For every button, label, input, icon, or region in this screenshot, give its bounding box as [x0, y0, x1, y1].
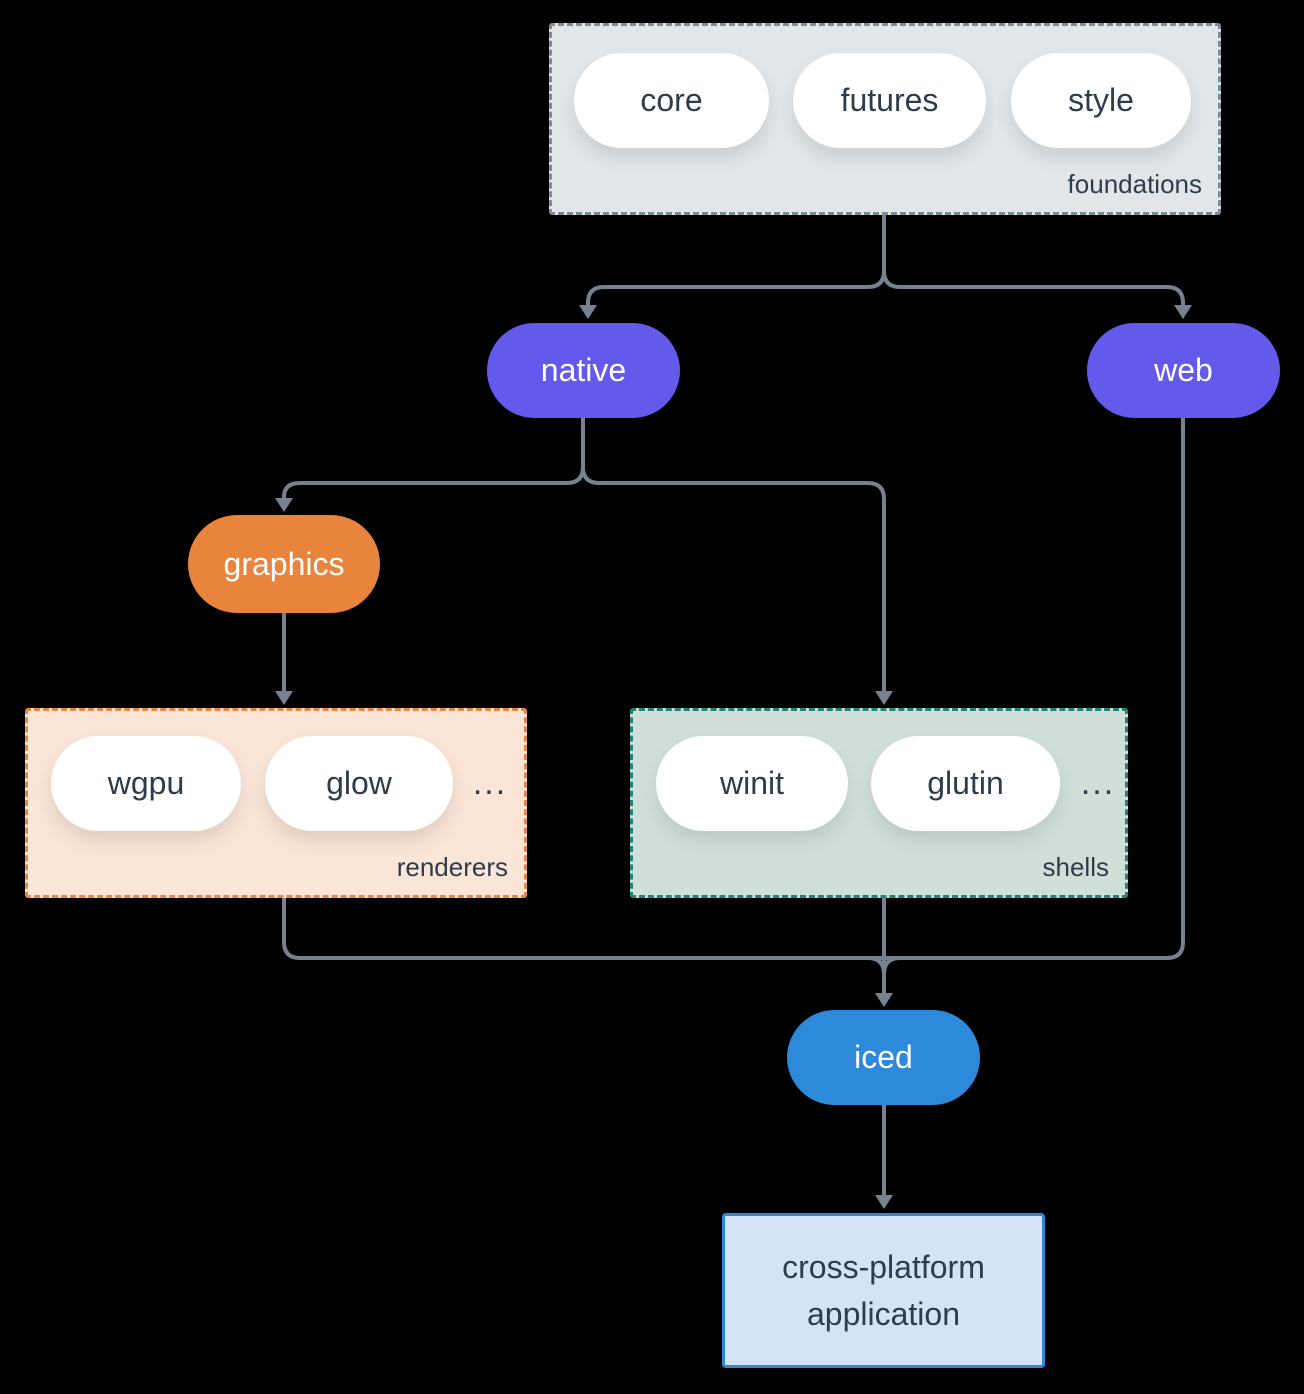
- node-graphics: graphics: [188, 515, 380, 613]
- node-graphics-label: graphics: [223, 545, 345, 582]
- node-glutin: glutin: [871, 736, 1060, 831]
- node-glow-label: glow: [326, 765, 392, 801]
- edge-renderers-iced: [282, 898, 884, 960]
- edge-web-iced: [884, 418, 1185, 960]
- node-iced: iced: [787, 1010, 980, 1105]
- node-style: style: [1011, 53, 1191, 148]
- node-winit-label: winit: [719, 765, 784, 801]
- node-cross-platform-application: cross-platform application: [722, 1213, 1045, 1368]
- edge-foundations-web: [882, 215, 1185, 305]
- node-glutin-label: glutin: [927, 765, 1004, 801]
- arrowhead-application: [875, 1195, 893, 1209]
- group-foundations-label: foundations: [1067, 169, 1202, 199]
- node-futures-label: futures: [840, 82, 939, 118]
- node-web-label: web: [1154, 352, 1213, 388]
- node-native-label: native: [540, 352, 627, 388]
- edge-native-graphics: [282, 418, 585, 498]
- arrowhead-iced: [875, 993, 893, 1007]
- shells-ellipsis: ...: [1080, 764, 1116, 802]
- renderers-ellipsis: ...: [472, 764, 508, 802]
- arrowhead-graphics: [275, 498, 293, 512]
- node-web: web: [1087, 323, 1280, 418]
- application-label-line2: application: [807, 1295, 960, 1332]
- merge-fillet-right: [882, 956, 901, 975]
- node-winit: winit: [656, 736, 848, 831]
- node-iced-label: iced: [854, 1039, 913, 1075]
- node-core-label: core: [640, 82, 703, 118]
- application-label-line1: cross-platform: [782, 1248, 985, 1285]
- merge-fillet-left: [867, 956, 886, 975]
- group-renderers-label: renderers: [396, 852, 508, 882]
- group-shells-label: shells: [1042, 852, 1109, 882]
- group-foundations: core futures style foundations: [549, 23, 1221, 215]
- group-renderers: wgpu glow ... renderers: [25, 708, 527, 898]
- group-shells: winit glutin ... shells: [630, 708, 1128, 898]
- edge-native-shells: [581, 418, 886, 691]
- arrowhead-renderers: [275, 691, 293, 705]
- node-glow: glow: [265, 736, 453, 831]
- edge-foundations-native: [586, 215, 886, 305]
- node-futures: futures: [793, 53, 986, 148]
- node-style-label: style: [1068, 82, 1134, 118]
- node-wgpu: wgpu: [51, 736, 241, 831]
- arrowhead-web: [1174, 305, 1192, 319]
- node-wgpu-label: wgpu: [107, 765, 185, 801]
- arrowhead-native: [579, 305, 597, 319]
- node-core: core: [574, 53, 769, 148]
- node-native: native: [487, 323, 680, 418]
- arrowhead-shells: [875, 691, 893, 705]
